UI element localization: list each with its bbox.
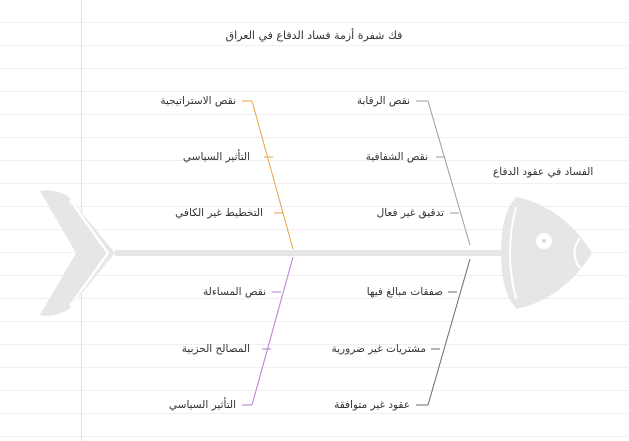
cause-label-bottom-right: مشتريات غير ضرورية: [331, 343, 427, 355]
fish-pupil: [542, 239, 546, 243]
branch-top-left: [251, 100, 294, 250]
fish-tail: [40, 190, 115, 316]
fish-head: [501, 197, 592, 309]
cause-label-bottom-left: المصالح الحزبية: [181, 343, 250, 355]
cause-label-bottom-right: عقود غير متوافقة: [334, 399, 410, 411]
cause-label-bottom-right: صفقات مبالغ فيها: [366, 286, 443, 298]
branch-top-right: [427, 100, 471, 246]
fish-spine: [115, 250, 501, 256]
cause-label-top-right: تدقيق غير فعال: [376, 207, 444, 219]
fish-mouth: [573, 237, 581, 269]
fish-tail-accent: [68, 199, 110, 254]
cause-label-bottom-left: التأثير السياسي: [168, 399, 236, 411]
cause-label-top-left: التأثير السياسي: [182, 151, 250, 163]
branch-bottom-right: [427, 258, 471, 406]
cause-label-top-left: التخطيط غير الكافي: [175, 207, 263, 219]
cause-label-top-right: نقص الرقابة: [356, 95, 410, 107]
diagram-title: فك شفرة أزمة فساد الدفاع في العراق: [225, 29, 403, 42]
cause-label-bottom-left: نقص المساءلة: [203, 286, 266, 298]
cause-label-top-left: نقص الاستراتيجية: [160, 95, 236, 107]
fish-tail-accent: [68, 252, 110, 307]
cause-label-top-right: نقص الشفافية: [365, 151, 428, 163]
fish-gill: [509, 206, 517, 300]
head-problem-label: الفساد في عقود الدفاع: [493, 166, 594, 178]
branch-bottom-left: [251, 256, 294, 406]
